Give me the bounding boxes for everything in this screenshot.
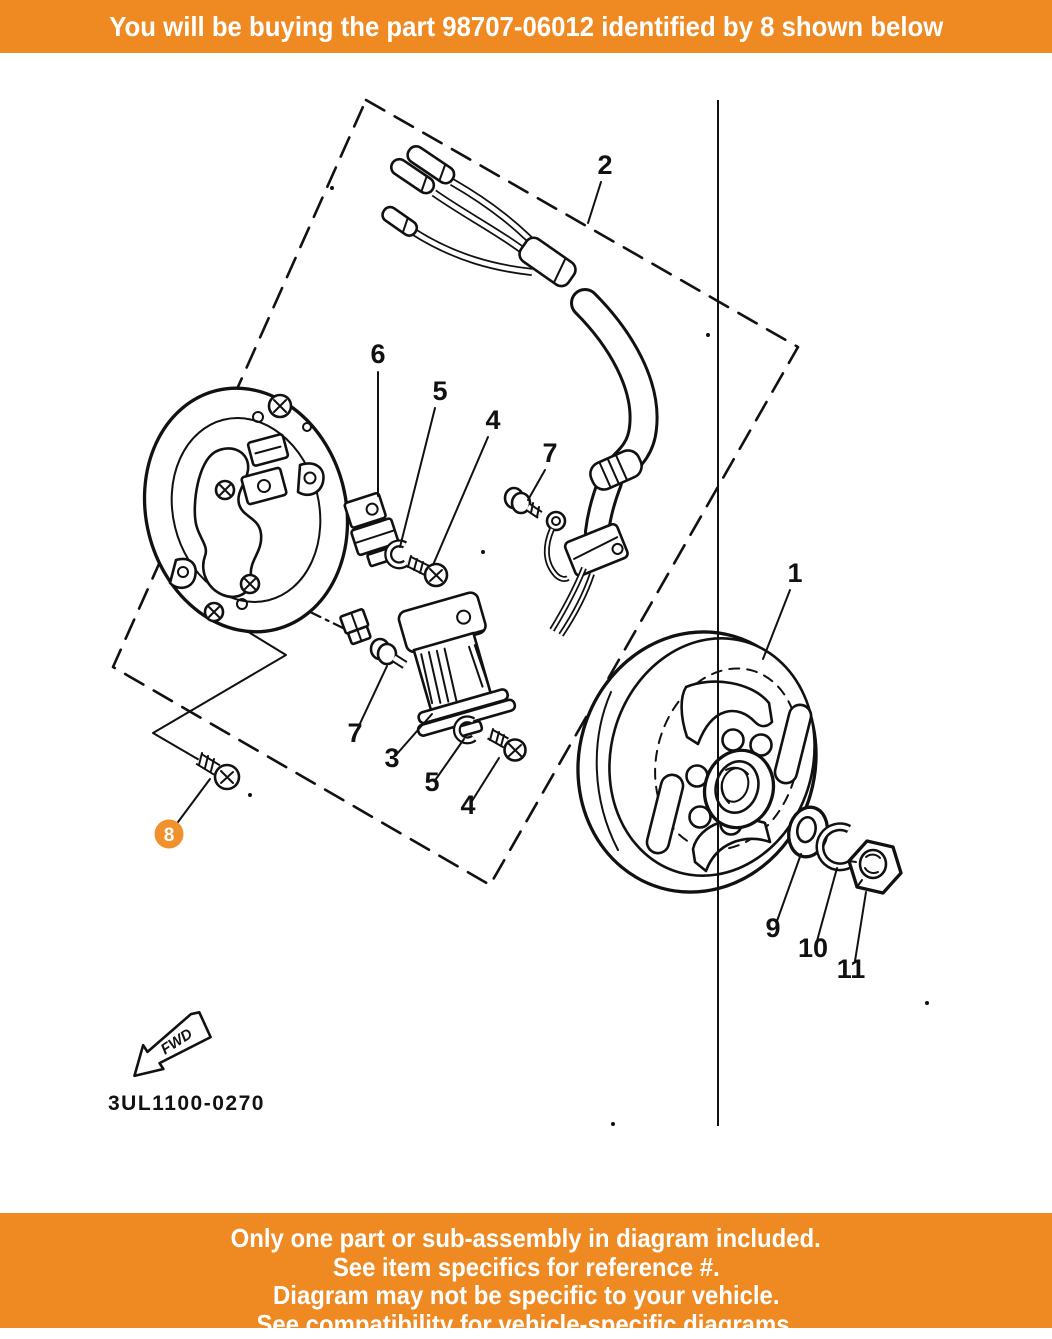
- footer-line-3: Diagram may not be specific to your vehi…: [272, 1280, 780, 1310]
- label-part-1: 1: [787, 558, 802, 588]
- label-part-5a: 5: [432, 376, 447, 406]
- badge-number: 8: [164, 825, 175, 846]
- leader-lines-labels: [356, 181, 867, 962]
- screw-8-drawing: [195, 752, 241, 791]
- grommet-ring: [589, 449, 643, 491]
- cable-clamp: [563, 522, 629, 577]
- wire-harness-drawing: [381, 144, 659, 637]
- wire-clip-drawing: [339, 608, 372, 646]
- e-clip-upper: [384, 539, 409, 570]
- e-clip-lower: [452, 715, 477, 745]
- footer-line-2: See item specifics for reference #.: [332, 1251, 720, 1282]
- nut-drawing: [847, 839, 903, 895]
- label-part-5b: 5: [424, 767, 439, 797]
- label-part-7a: 7: [542, 438, 557, 468]
- highlight-badge: 8: [154, 778, 211, 849]
- ignition-coil-drawing: [397, 591, 517, 739]
- label-part-4b: 4: [460, 790, 475, 820]
- pickup-drawing: [343, 491, 400, 568]
- fwd-arrow: FWD: [133, 1010, 212, 1078]
- plate-screw-heads: [203, 393, 293, 623]
- bottom-banner: Only one part or sub-assembly in diagram…: [0, 1213, 1052, 1338]
- bolt-7-lower: [369, 637, 408, 669]
- part-labels: 2 6 5 4 7 1 7 3 5 4 9 10 11: [347, 150, 865, 984]
- connector-terminals: [381, 144, 456, 237]
- footer-line-1: Only one part or sub-assembly in diagram…: [230, 1223, 822, 1253]
- label-part-7b: 7: [347, 718, 362, 748]
- diagram-code: 3UL1100-0270: [108, 1092, 265, 1115]
- screw-4-lower: [487, 728, 527, 762]
- top-banner: You will be buying the part 98707-06012 …: [0, 0, 1052, 53]
- footer-line-4: See compatibility for vehicle-specific d…: [256, 1308, 796, 1339]
- bolt-7-upper: [503, 486, 543, 519]
- label-part-6: 6: [370, 339, 385, 369]
- label-part-2: 2: [597, 150, 612, 180]
- flywheel-drawing: [576, 630, 818, 894]
- print-specks: [248, 186, 929, 1126]
- badge-circle: [154, 819, 184, 849]
- stator-plate-drawing: [142, 386, 350, 634]
- label-part-9: 9: [765, 913, 780, 943]
- label-part-10: 10: [798, 933, 828, 963]
- label-part-3: 3: [384, 743, 399, 773]
- lock-washer-drawing: [815, 822, 856, 872]
- label-part-4a: 4: [485, 405, 500, 435]
- top-banner-text: You will be buying the part 98707-06012 …: [108, 10, 944, 42]
- label-part-11: 11: [837, 954, 866, 984]
- screw-4-upper: [405, 555, 449, 588]
